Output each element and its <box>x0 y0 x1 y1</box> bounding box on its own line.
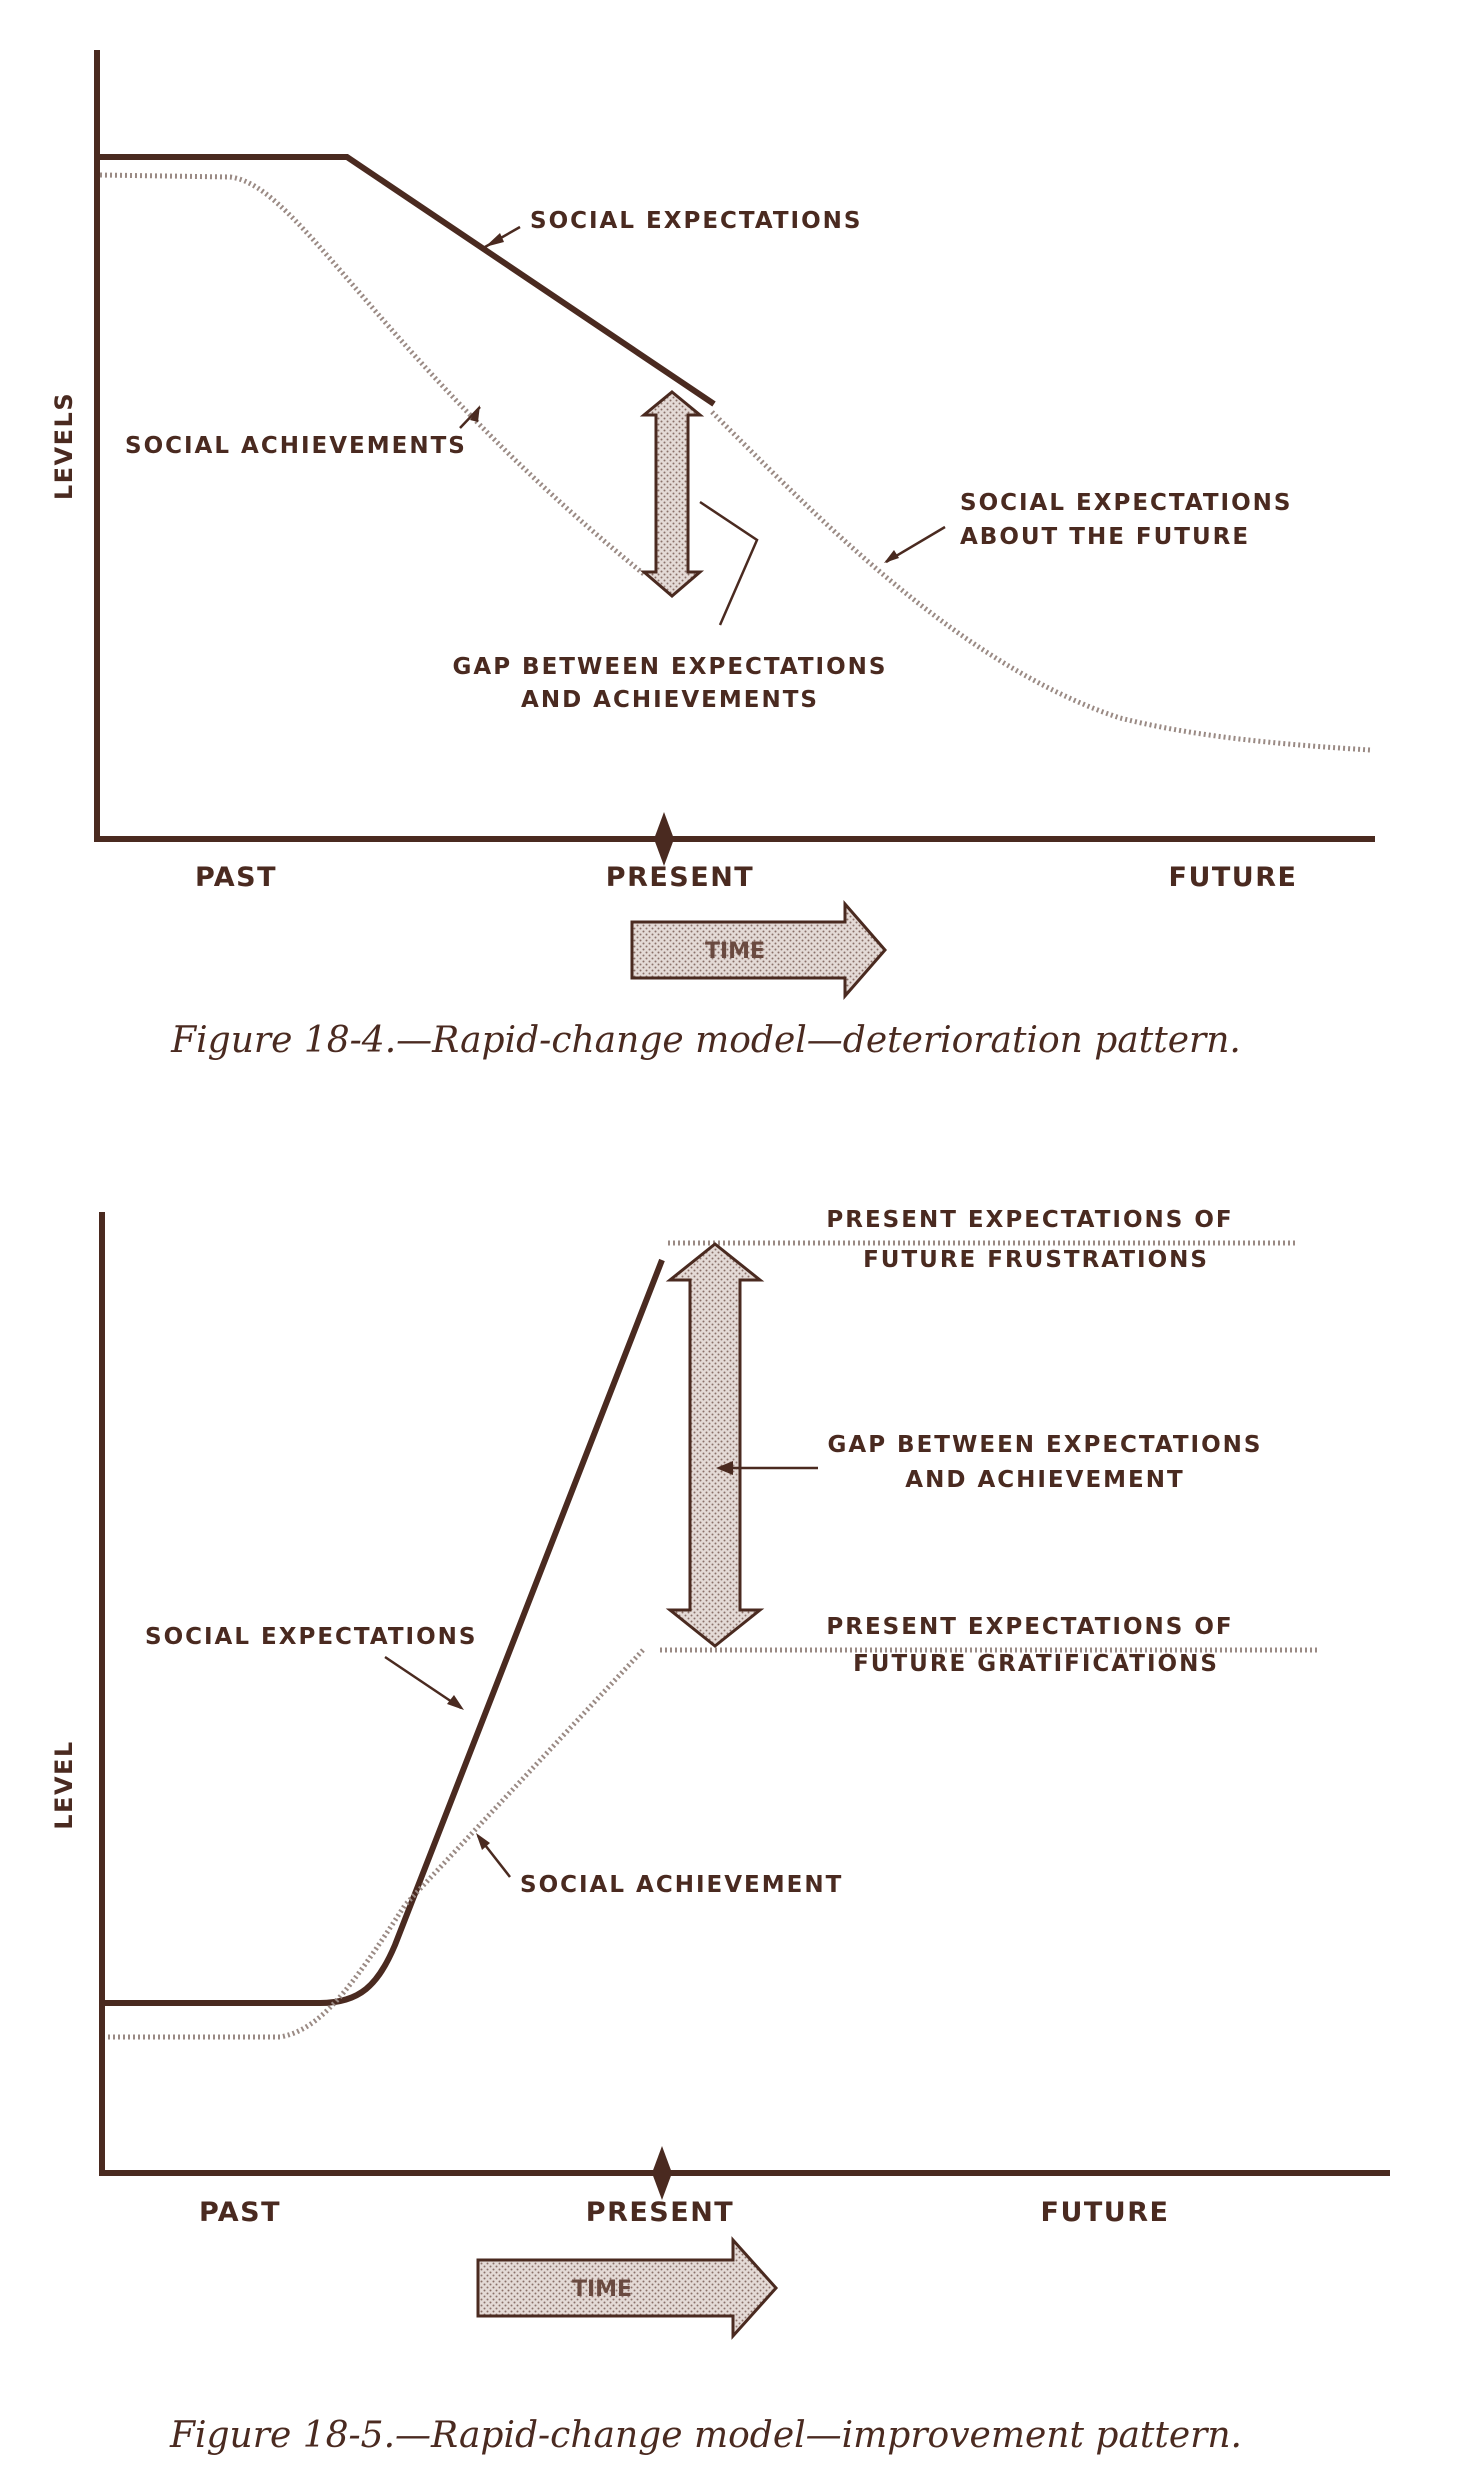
expectations-pointer <box>384 1655 462 1710</box>
time-arrow <box>630 899 887 1001</box>
label-gap-line1: GAP BETWEEN EXPECTATIONS <box>828 1432 1263 1458</box>
time-arrow <box>476 2236 779 2340</box>
time-arrow-label: TIME <box>705 939 765 964</box>
time-arrow-label: TIME <box>572 2277 632 2302</box>
label-social-achievements: SOCIAL ACHIEVEMENTS <box>125 433 467 459</box>
social-achievements-line <box>99 172 647 577</box>
label-gap-line2: AND ACHIEVEMENT <box>905 1467 1184 1493</box>
label-frustrations-line1: PRESENT EXPECTATIONS OF <box>826 1207 1233 1233</box>
label-social-expectations: SOCIAL EXPECTATIONS <box>530 208 862 234</box>
figure-18-4: LEVELS PAST PRESENT FUTURE SOCIAL EXPECT… <box>50 50 1375 1061</box>
social-expectations-line <box>97 154 716 407</box>
social-expectations-line <box>102 1258 665 2006</box>
x-tick-present: PRESENT <box>586 2197 734 2228</box>
label-gratifications-line1: PRESENT EXPECTATIONS OF <box>826 1614 1233 1640</box>
x-tick-past: PAST <box>199 2197 281 2228</box>
present-tick-marker <box>652 2146 672 2200</box>
label-gap-line2: AND ACHIEVEMENTS <box>521 687 819 713</box>
x-tick-future: FUTURE <box>1169 862 1298 893</box>
x-tick-past: PAST <box>195 862 277 893</box>
gap-pointer-head <box>716 1461 733 1475</box>
label-social-achievement: SOCIAL ACHIEVEMENT <box>520 1872 843 1898</box>
gap-double-arrow <box>665 1242 765 1648</box>
social-achievement-line <box>108 1648 645 2040</box>
gap-double-arrow <box>639 390 705 598</box>
gap-bracket <box>699 500 759 626</box>
label-social-expectations: SOCIAL EXPECTATIONS <box>145 1624 477 1650</box>
future-pointer-head <box>884 550 899 563</box>
label-future-expectations-line2: ABOUT THE FUTURE <box>960 524 1250 550</box>
figure-caption: Figure 18-4.—Rapid-change model—deterior… <box>170 1020 1241 1061</box>
label-gratifications-line2: FUTURE GRATIFICATIONS <box>853 1651 1219 1677</box>
label-frustrations-line2: FUTURE FRUSTRATIONS <box>863 1247 1209 1273</box>
future-expectations-line <box>710 410 1371 753</box>
y-axis-label: LEVEL <box>50 1740 78 1829</box>
achievement-pointer-head <box>476 1833 490 1850</box>
y-axis-label: LEVELS <box>50 392 78 500</box>
achievements-pointer-head <box>470 405 480 422</box>
figure-caption: Figure 18-5.—Rapid-change model—improvem… <box>169 2415 1242 2456</box>
present-tick-marker <box>654 812 674 866</box>
x-tick-present: PRESENT <box>606 862 754 893</box>
x-tick-future: FUTURE <box>1041 2197 1170 2228</box>
label-gap-line1: GAP BETWEEN EXPECTATIONS <box>453 654 888 680</box>
figure-18-5: LEVEL PAST PRESENT FUTURE PRESENT EXPECT… <box>50 1207 1390 2456</box>
expectations-pointer-head <box>447 1695 464 1710</box>
expectations-pointer-head <box>485 233 504 247</box>
label-future-expectations-line1: SOCIAL EXPECTATIONS <box>960 490 1292 516</box>
